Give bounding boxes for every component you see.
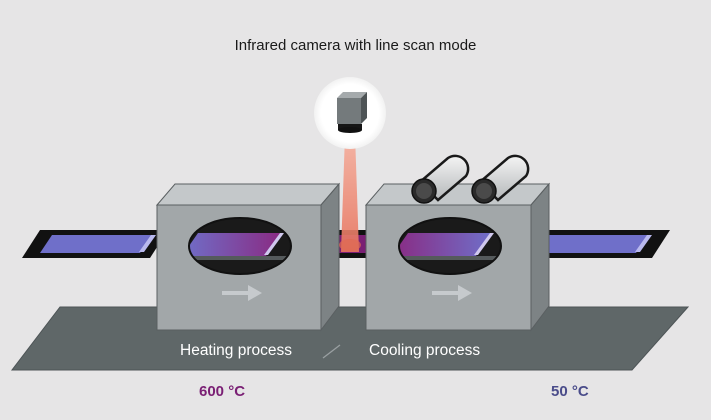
cold-temperature-label: 50 °C bbox=[551, 383, 589, 400]
laser-beam bbox=[341, 134, 359, 252]
camera-icon bbox=[337, 92, 367, 133]
camera-label: Infrared camera with line scan mode bbox=[234, 37, 477, 54]
heating-box bbox=[155, 182, 341, 332]
arrow-right-icon bbox=[432, 285, 472, 301]
base-edge-mark bbox=[322, 344, 341, 359]
laser-spot bbox=[339, 239, 361, 251]
base-platform bbox=[10, 306, 690, 371]
arrow-right-icon bbox=[222, 285, 262, 301]
hot-temperature-label: 600 °C bbox=[199, 383, 246, 400]
roller-icon bbox=[411, 154, 470, 204]
strip-left bbox=[22, 230, 168, 258]
cooling-process-label: Cooling process bbox=[369, 342, 481, 359]
heating-process-label: Heating process bbox=[180, 342, 293, 359]
cooling-box bbox=[364, 182, 551, 332]
strip-right bbox=[526, 230, 670, 258]
roller-icon bbox=[471, 154, 530, 204]
